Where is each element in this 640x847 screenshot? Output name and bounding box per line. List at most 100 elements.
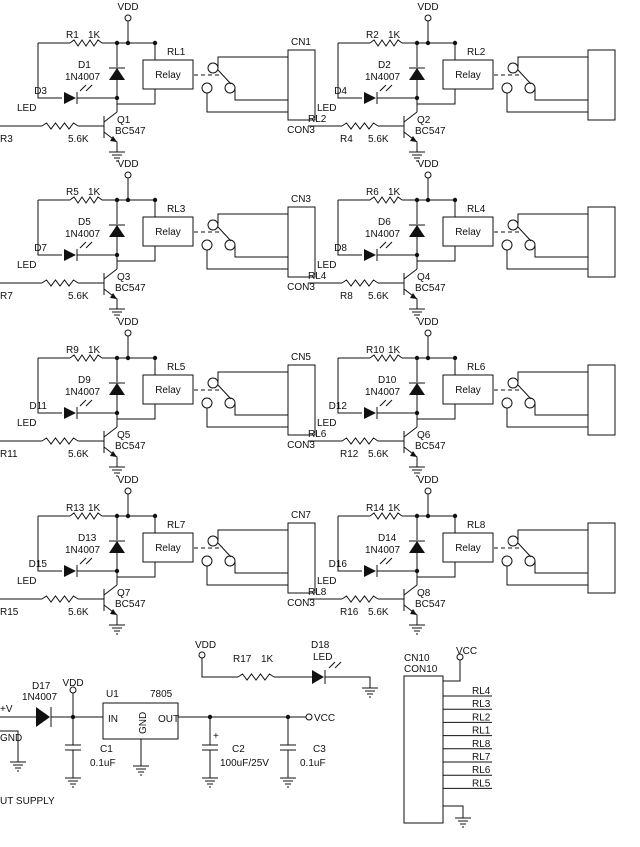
junction-dot [452, 197, 458, 203]
cn10-pin-label: RL4 [472, 686, 491, 697]
relay-contact [524, 397, 536, 409]
vdd-terminal [424, 487, 432, 495]
transistor-collector [103, 584, 118, 596]
transistor-ref: Q5 [117, 430, 131, 441]
relay-label: Relay [455, 70, 481, 81]
resistor-ref: R9 [66, 345, 79, 356]
relay-coil-box [142, 216, 194, 247]
c1-value: 0.1uF [90, 758, 116, 769]
resistor-symbol [369, 354, 403, 362]
diode-ref: D9 [78, 375, 91, 386]
led-light-arrows [79, 241, 93, 249]
relay-contact [207, 377, 219, 389]
resistor-symbol [369, 39, 403, 47]
transistor-ref: Q1 [117, 115, 131, 126]
led-wire [337, 200, 362, 256]
contact-wire [234, 245, 288, 258]
contact-wire [517, 371, 588, 383]
junction-dot [414, 568, 420, 574]
led-light-arrows [379, 557, 393, 565]
resistor-symbol [369, 512, 403, 520]
resistor-value: 1K [88, 187, 101, 198]
led-type: LED [317, 260, 336, 271]
relay-contact [501, 239, 513, 251]
junction-dot [152, 513, 158, 519]
input-signal-label: RL2 [308, 114, 327, 125]
led-wire [37, 200, 62, 256]
led-wire [337, 43, 362, 99]
u1-ref: U1 [106, 689, 119, 700]
relay-switch-blade [217, 226, 232, 242]
led-type: LED [317, 418, 336, 429]
relay-coil-box [442, 216, 494, 247]
connector-box [587, 49, 616, 121]
base-resistor-value: 5.6K [68, 134, 89, 145]
relay-label: Relay [455, 543, 481, 554]
relay-contact [524, 555, 536, 567]
led-symbol [64, 407, 76, 419]
contact-wire [234, 88, 288, 101]
resistor-symbol [69, 354, 103, 362]
u1-regulator-box [102, 702, 179, 740]
vdd-terminal [124, 329, 132, 337]
base-resistor-value: 5.6K [368, 607, 389, 618]
coil-wire [417, 404, 456, 420]
junction-dot [152, 197, 158, 203]
base-resistor-symbol [341, 437, 379, 445]
flyback-diode-symbol [409, 68, 425, 80]
ground-symbol [362, 687, 378, 698]
emitter-arrow [410, 609, 417, 615]
base-resistor-value: 5.6K [368, 449, 389, 460]
c2-ref: C2 [232, 744, 245, 755]
transistor-part: BC547 [115, 599, 146, 610]
led-wire [337, 358, 362, 414]
junction-dot [152, 355, 158, 361]
resistor-ref: R13 [66, 503, 85, 514]
base-resistor-ref: R7 [0, 291, 13, 302]
relay-switch-blade [217, 69, 232, 85]
relay-ref: RL6 [467, 362, 486, 373]
relay-contact [207, 219, 219, 231]
relay-switch-blade [517, 226, 532, 242]
connector-box [287, 522, 316, 594]
relay-contact [207, 535, 219, 547]
base-resistor-ref: R12 [340, 449, 359, 460]
transistor-ref: Q2 [417, 115, 431, 126]
relay-switch-blade [517, 69, 532, 85]
contact-wire [517, 529, 588, 541]
transistor-collector [403, 584, 418, 596]
coil-wire [417, 562, 456, 578]
connector-part: CON3 [287, 125, 315, 136]
diode-part: 1N4007 [365, 387, 400, 398]
junction-dot [114, 252, 120, 258]
c2-value: 100uF/25V [220, 758, 269, 769]
relay-label: Relay [455, 227, 481, 238]
diode-part: 1N4007 [365, 545, 400, 556]
resistor-symbol [69, 512, 103, 520]
transistor-part: BC547 [415, 283, 446, 294]
junction-dot [414, 410, 420, 416]
flyback-diode-symbol [109, 541, 125, 553]
resistor-value: 1K [88, 345, 101, 356]
base-resistor-ref: R15 [0, 607, 19, 618]
contact-wire [534, 403, 588, 416]
transistor-collector [103, 268, 118, 280]
relay-contact [524, 82, 536, 94]
d18-led-symbol [312, 670, 324, 684]
ground-symbol [409, 466, 425, 477]
contact-wire [517, 56, 588, 68]
led-symbol [64, 92, 76, 104]
contact-wire [506, 93, 588, 113]
transistor-ref: Q6 [417, 430, 431, 441]
led-light-arrows [79, 399, 93, 407]
contact-wire [217, 371, 288, 383]
relay-label: Relay [455, 385, 481, 396]
cn10-pin-label: RL6 [472, 765, 491, 776]
ground-symbol [109, 466, 125, 477]
junction-dot [452, 40, 458, 46]
led-ref: D4 [334, 86, 347, 97]
junction-dot [114, 410, 120, 416]
relay-contact [501, 555, 513, 567]
vdd-terminal [424, 329, 432, 337]
relay-contact [501, 397, 513, 409]
